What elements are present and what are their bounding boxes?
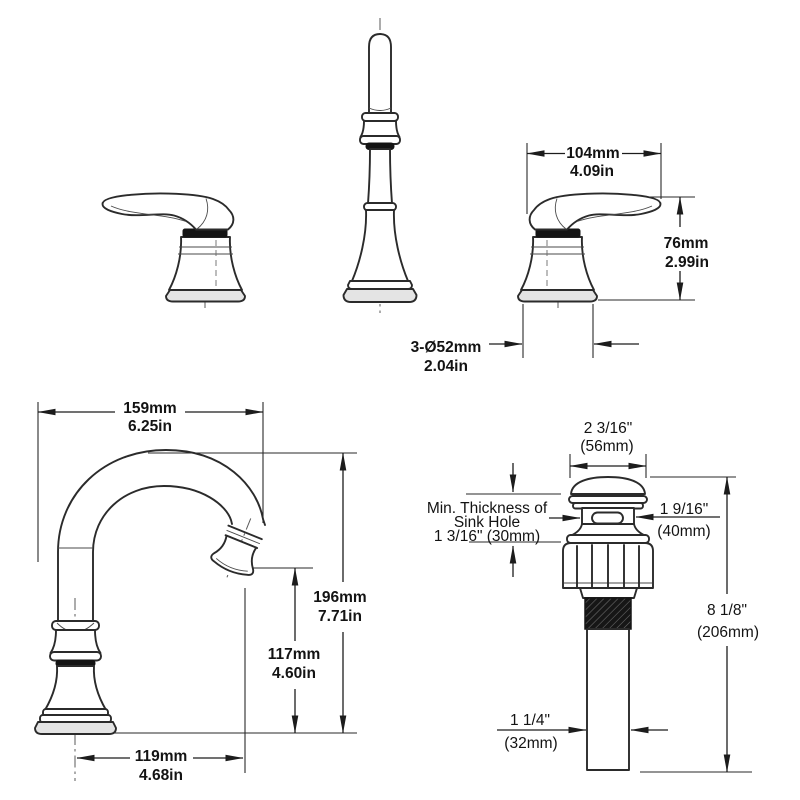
handle-front-base (342, 288, 418, 303)
dim-handle-height-mm: 76mm (664, 235, 709, 252)
dim-hole-diameter-in: 2.04in (424, 358, 468, 375)
dim-spout-reach-in: 6.25in (128, 418, 172, 435)
drain-overflow-slot (591, 511, 624, 525)
dim-body-width-mm: (40mm) (657, 523, 710, 540)
dim-handle-height-in: 2.99in (665, 254, 709, 271)
dim-drain-length-in: 8 1/8" (707, 602, 747, 619)
dim-spout-height-in: 7.71in (318, 608, 362, 625)
spout-inner-curve (92, 485, 233, 623)
handle-front-stick (368, 33, 392, 114)
spout-outer-curve (57, 449, 266, 623)
dim-pipe-diameter-mm: (32mm) (504, 735, 557, 752)
dim-outlet-reach-in: 4.68in (139, 767, 183, 784)
spout-base (34, 620, 117, 735)
note-sink-hole-line3: 1 3/16" (30mm) (434, 528, 540, 545)
dim-drain-length-mm: (206mm) (697, 624, 759, 641)
dim-spout-reach-mm: 159mm (123, 400, 176, 417)
dim-cap-width-in: 2 3/16" (584, 420, 633, 437)
handle-side-view-right (517, 192, 662, 313)
dim-outlet-reach-mm: 119mm (135, 748, 188, 765)
drain-cap-dome (570, 476, 646, 495)
handle-front-stem (367, 148, 393, 205)
dim-outlet-height-mm: 117mm (268, 646, 321, 663)
drain-threads (584, 597, 632, 630)
note-sink-hole-line1: Min. Thickness of (427, 500, 548, 517)
spout-dimensions: 159mm 6.25in 196mm 7.71in 117mm 4.60in 1… (37, 400, 367, 784)
dim-spout-height-mm: 196mm (313, 589, 366, 606)
dim-outlet-height-in: 4.60in (272, 665, 316, 682)
handle-dimensions: 104mm 4.09in 76mm 2.99in 3-Ø52mm 2.04in (411, 143, 709, 375)
dim-cap-width-mm: (56mm) (580, 438, 633, 455)
dim-handle-width-mm: 104mm (566, 145, 619, 162)
spout-outlet (210, 518, 263, 579)
drain-dimensions: 2 3/16" (56mm) 1 9/16" (40mm) Min. Thick… (427, 420, 759, 773)
dim-hole-diameter-mm: 3-Ø52mm (411, 339, 482, 356)
note-sink-hole-line2: Sink Hole (454, 514, 520, 531)
handle-front-view (342, 18, 418, 313)
dim-pipe-diameter-in: 1 1/4" (510, 712, 550, 729)
dim-handle-width-in: 4.09in (570, 163, 614, 180)
drain-drawing (562, 476, 654, 771)
handle-side-view-left (101, 192, 246, 313)
handle-front-trumpet (351, 209, 409, 282)
dim-body-width-in: 1 9/16" (660, 501, 709, 518)
drain-tailpipe (586, 628, 630, 771)
spout-drawing (34, 449, 266, 781)
